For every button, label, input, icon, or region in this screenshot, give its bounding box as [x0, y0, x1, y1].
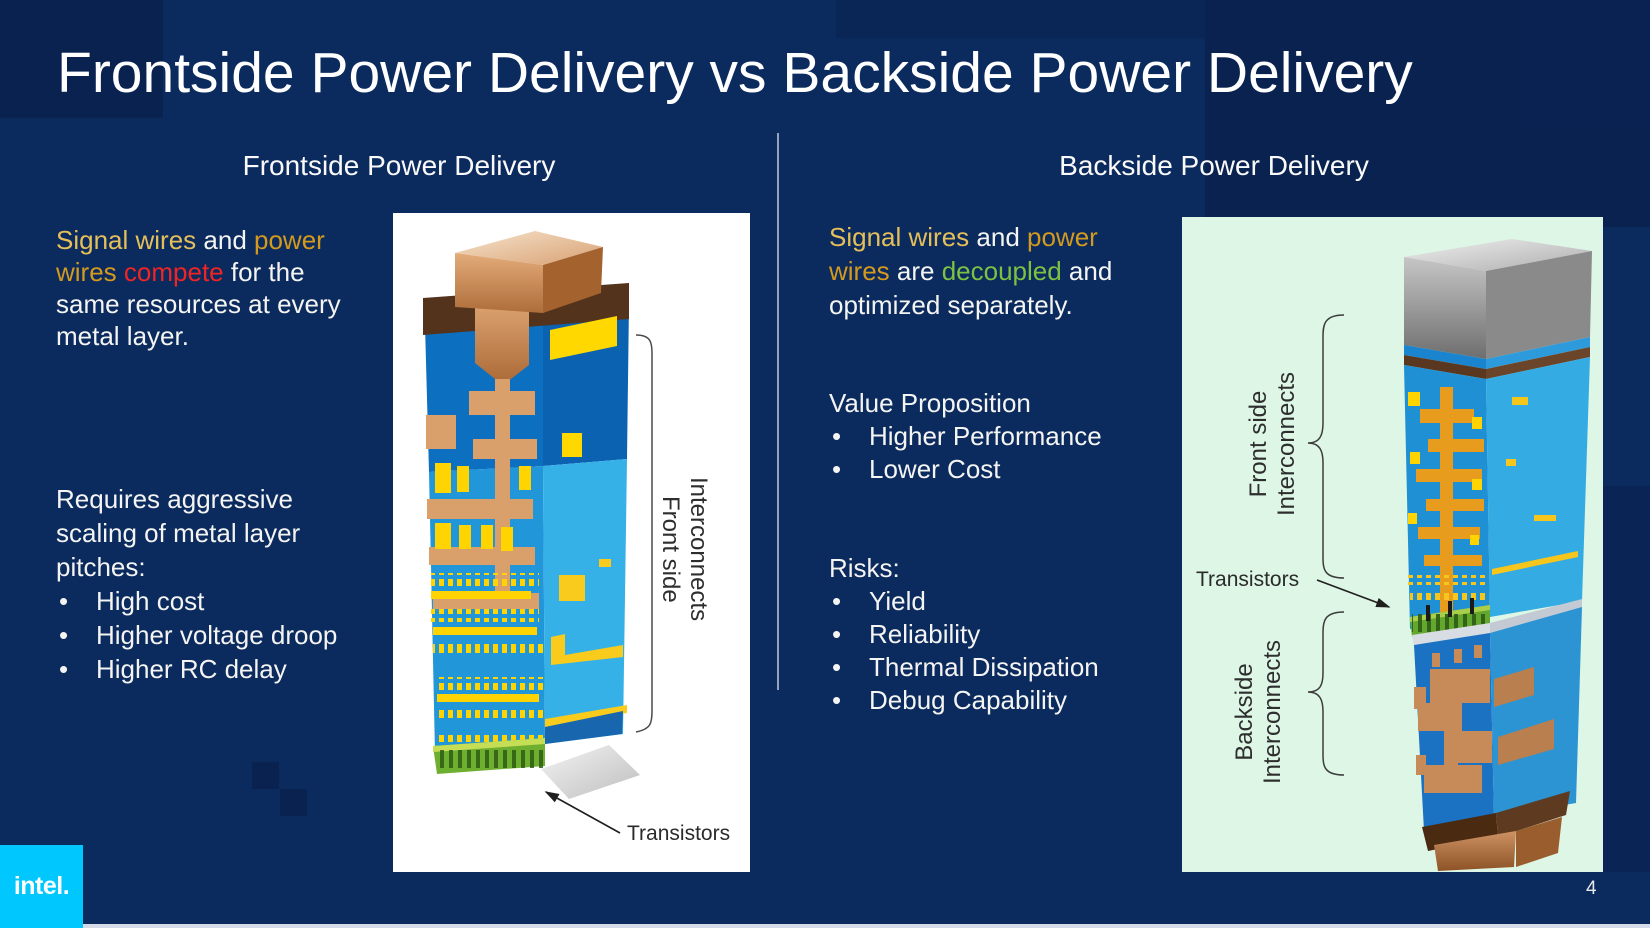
backside-interconnect-region: [1414, 607, 1582, 831]
intro-text: for the same resources at every metal la…: [56, 257, 341, 351]
intro-text: are: [889, 256, 942, 286]
bullet-icon: •: [59, 620, 69, 650]
front-side-label-line: Front side: [657, 495, 684, 603]
footer-strip: [0, 924, 1650, 928]
risks-block: Risks: • Yield • Reliability • Thermal Diss…: [829, 552, 1159, 717]
value-proposition-heading: Value Proposition: [829, 388, 1031, 418]
value-proposition-block: Value Proposition • Higher Performance • L…: [829, 387, 1159, 486]
list-item: • High cost: [56, 584, 356, 618]
frontside-brace: [1307, 314, 1345, 579]
frontside-interconnects-label: Front side Interconnects: [1245, 334, 1301, 554]
power-wires-text: power wires: [829, 222, 1098, 286]
bullet-icon: •: [59, 586, 69, 616]
list-item: • Higher voltage droop: [56, 618, 356, 652]
list-item: • Reliability: [829, 618, 1159, 651]
list-item: • Thermal Dissipation: [829, 651, 1159, 684]
left-scaling-block: Requires aggressive scaling of metal lay…: [56, 482, 356, 686]
backside-figure-panel: Front side Interconnects Backside Interc…: [1182, 217, 1603, 872]
bullet-label: Debug Capability: [869, 685, 1068, 715]
transistors-arrow: [1316, 579, 1391, 608]
frontside-interconnects-label: Front side Interconnects: [656, 445, 714, 653]
right-column-heading: Backside Power Delivery: [1059, 150, 1369, 181]
frontside-chip-illustration: [423, 231, 640, 799]
bullet-label: Lower Cost: [869, 454, 1001, 484]
backside-interconnects-label: Backside Interconnects: [1231, 592, 1287, 832]
bullet-icon: •: [832, 421, 842, 451]
right-intro-paragraph: Signal wires and power wires are decoupl…: [829, 220, 1121, 322]
intro-text: and: [969, 222, 1027, 252]
frontside-interconnect-region: [1404, 357, 1590, 629]
risks-heading: Risks:: [829, 553, 900, 583]
interconnects-label-line: Interconnects: [685, 476, 712, 622]
intro-text: [117, 257, 124, 287]
transistor-layer: [433, 738, 640, 799]
carrier-cap: [1404, 239, 1592, 379]
left-column-heading: Frontside Power Delivery: [242, 150, 556, 181]
bullet-label: Yield: [869, 586, 926, 616]
compete-text: compete: [123, 257, 224, 287]
backside-brace: [1307, 611, 1345, 776]
bullet-label: Higher voltage droop: [96, 620, 338, 650]
frontside-figure-panel: Front side Interconnects Transistors: [393, 213, 750, 872]
backside-annotations: [1307, 314, 1391, 776]
bg-patch: [1205, 0, 1650, 227]
intro-text: and optimized separately.: [829, 256, 1113, 320]
backside-chip-illustration: [1404, 239, 1592, 871]
bg-patch: [252, 762, 279, 789]
list-item: • Debug Capability: [829, 684, 1159, 717]
list-item: • Yield: [829, 585, 1159, 618]
bullet-icon: •: [832, 619, 842, 649]
list-item: • Higher RC delay: [56, 652, 356, 686]
intro-text: and: [196, 225, 254, 255]
column-divider: [777, 133, 779, 690]
bullet-icon: •: [59, 654, 69, 684]
bullet-icon: •: [832, 652, 842, 682]
bullet-label: Reliability: [869, 619, 981, 649]
bullet-label: Higher RC delay: [96, 654, 287, 684]
bullet-icon: •: [832, 685, 842, 715]
slide-title: Frontside Power Delivery vs Backside Pow…: [57, 41, 1413, 105]
interconnect-pattern: [426, 316, 627, 744]
signal-wires-text: Signal wires: [56, 225, 197, 255]
transistors-label: Transistors: [1196, 568, 1300, 591]
backside-label-line: Backside: [1231, 663, 1258, 761]
list-item: • Higher Performance: [829, 420, 1159, 453]
transistor-layer: [1410, 598, 1582, 647]
left-intro-paragraph: Signal wires and power wires compete for…: [56, 224, 348, 352]
frontside-annotations: [544, 334, 653, 834]
bg-patch: [1596, 486, 1650, 872]
list-item: • Lower Cost: [829, 453, 1159, 486]
bullet-icon: •: [832, 454, 842, 484]
front-side-label-line: Front side: [1245, 390, 1272, 498]
interconnects-label-line: Interconnects: [1273, 371, 1300, 517]
frontside-bracket: [635, 334, 653, 733]
page-number: 4: [1586, 878, 1597, 899]
bg-patch: [280, 789, 307, 816]
power-wires-text: power wires: [56, 225, 325, 287]
bullet-icon: •: [832, 586, 842, 616]
bullet-label: High cost: [96, 586, 205, 616]
bullet-label: Higher Performance: [869, 421, 1102, 451]
bottom-bump: [1422, 791, 1570, 871]
transistors-label: Transistors: [627, 822, 731, 845]
bullet-label: Thermal Dissipation: [869, 652, 1099, 682]
bg-patch: [836, 0, 1205, 38]
intel-logo-text: intel.: [13, 872, 70, 900]
intel-logo: intel.: [0, 845, 83, 928]
bump-collar: [423, 231, 629, 379]
signal-wires-text: Signal wires: [829, 222, 970, 252]
scaling-heading: Requires aggressive scaling of metal lay…: [56, 484, 301, 582]
transistors-arrow: [544, 791, 621, 834]
interconnects-label-line: Interconnects: [1259, 639, 1286, 785]
decoupled-text: decoupled: [941, 256, 1062, 286]
